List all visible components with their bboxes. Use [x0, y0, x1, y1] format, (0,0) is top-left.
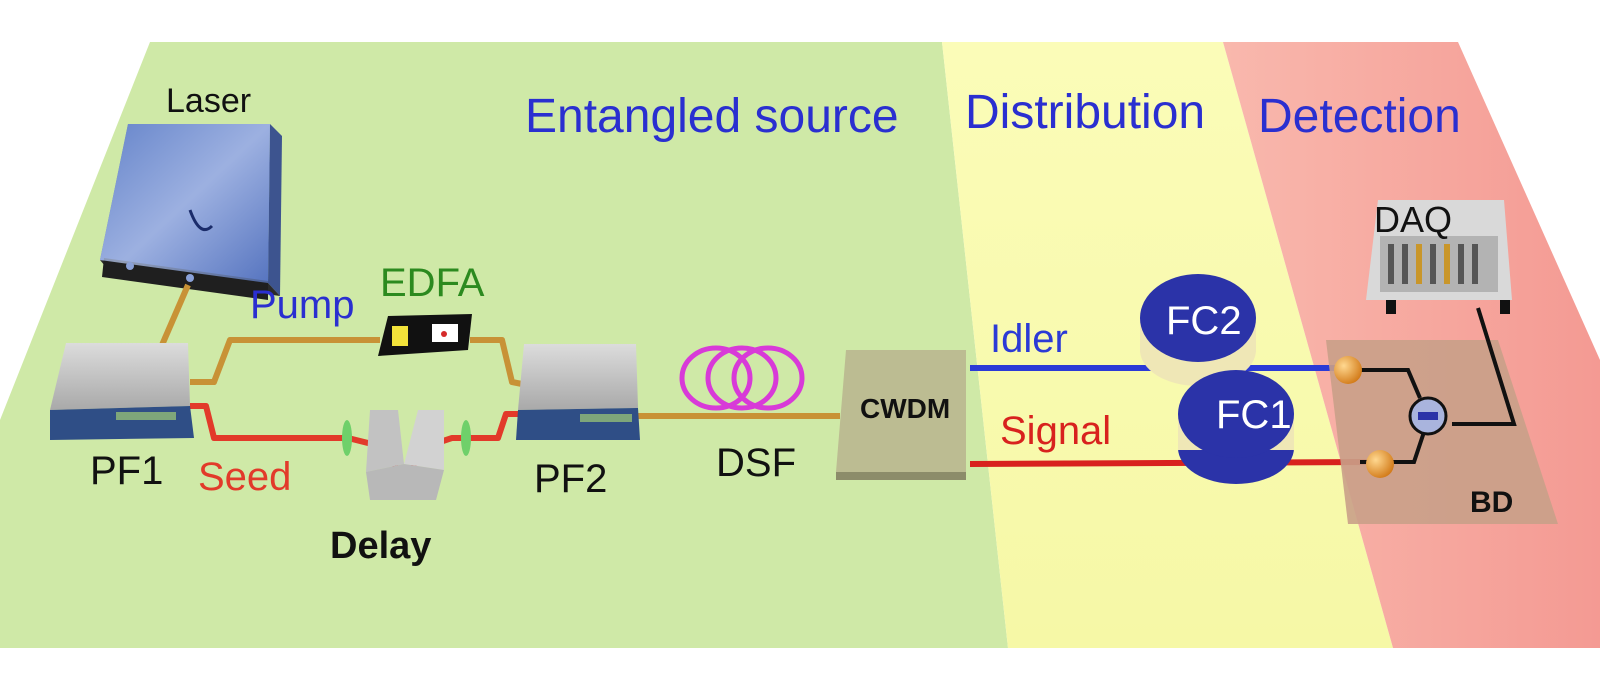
delay-label: Delay	[330, 525, 431, 567]
region-title-detection: Detection	[1258, 90, 1461, 143]
delay-line	[342, 410, 471, 500]
pump-fiber	[159, 283, 840, 419]
pf1-filter	[50, 343, 194, 440]
edfa-label: EDFA	[380, 261, 485, 305]
seed-label: Seed	[198, 455, 291, 499]
idler-label: Idler	[990, 317, 1068, 361]
dsf-label: DSF	[716, 441, 796, 485]
daq-label: DAQ	[1374, 199, 1452, 240]
pf2-filter	[516, 344, 640, 440]
fc2-label: FC2	[1166, 299, 1242, 343]
pump-label: Pump	[250, 283, 355, 327]
cwdm-box	[836, 350, 966, 480]
edfa-amplifier	[378, 314, 472, 356]
region-title-source: Entangled source	[525, 90, 899, 143]
cwdm-label: CWDM	[860, 393, 950, 424]
fc1-label: FC1	[1216, 393, 1292, 437]
signal-label: Signal	[1000, 409, 1111, 453]
daq-unit	[1366, 200, 1512, 314]
signal-detector	[1366, 450, 1394, 478]
idler-detector	[1334, 356, 1362, 384]
signal-fiber	[969, 459, 1373, 467]
fc2-spool	[1140, 274, 1256, 386]
fc1-spool	[1178, 370, 1294, 484]
dsf-coil	[679, 345, 805, 411]
bd-label: BD	[1470, 486, 1513, 519]
laser	[100, 124, 282, 300]
region-title-distribution: Distribution	[965, 86, 1205, 139]
laser-label: Laser	[166, 82, 251, 120]
pf2-label: PF2	[534, 457, 607, 501]
pf1-label: PF1	[90, 449, 163, 493]
bd-board	[1326, 307, 1558, 524]
